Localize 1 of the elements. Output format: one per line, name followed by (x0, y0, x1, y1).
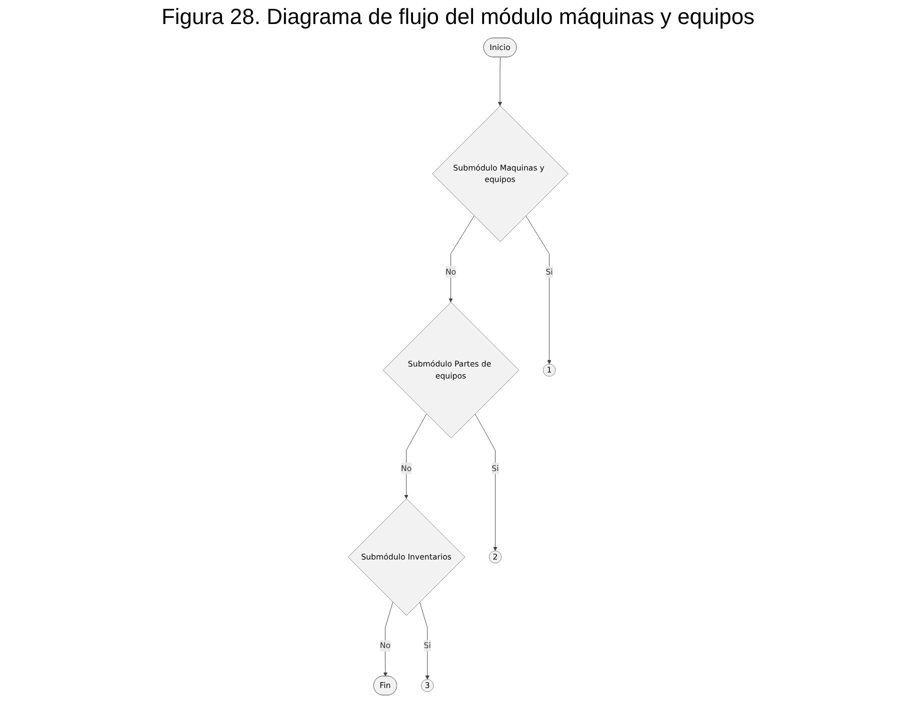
figure-title: Figura 28. Diagrama de flujo del módulo máquinas y equipos (160, 4, 756, 30)
